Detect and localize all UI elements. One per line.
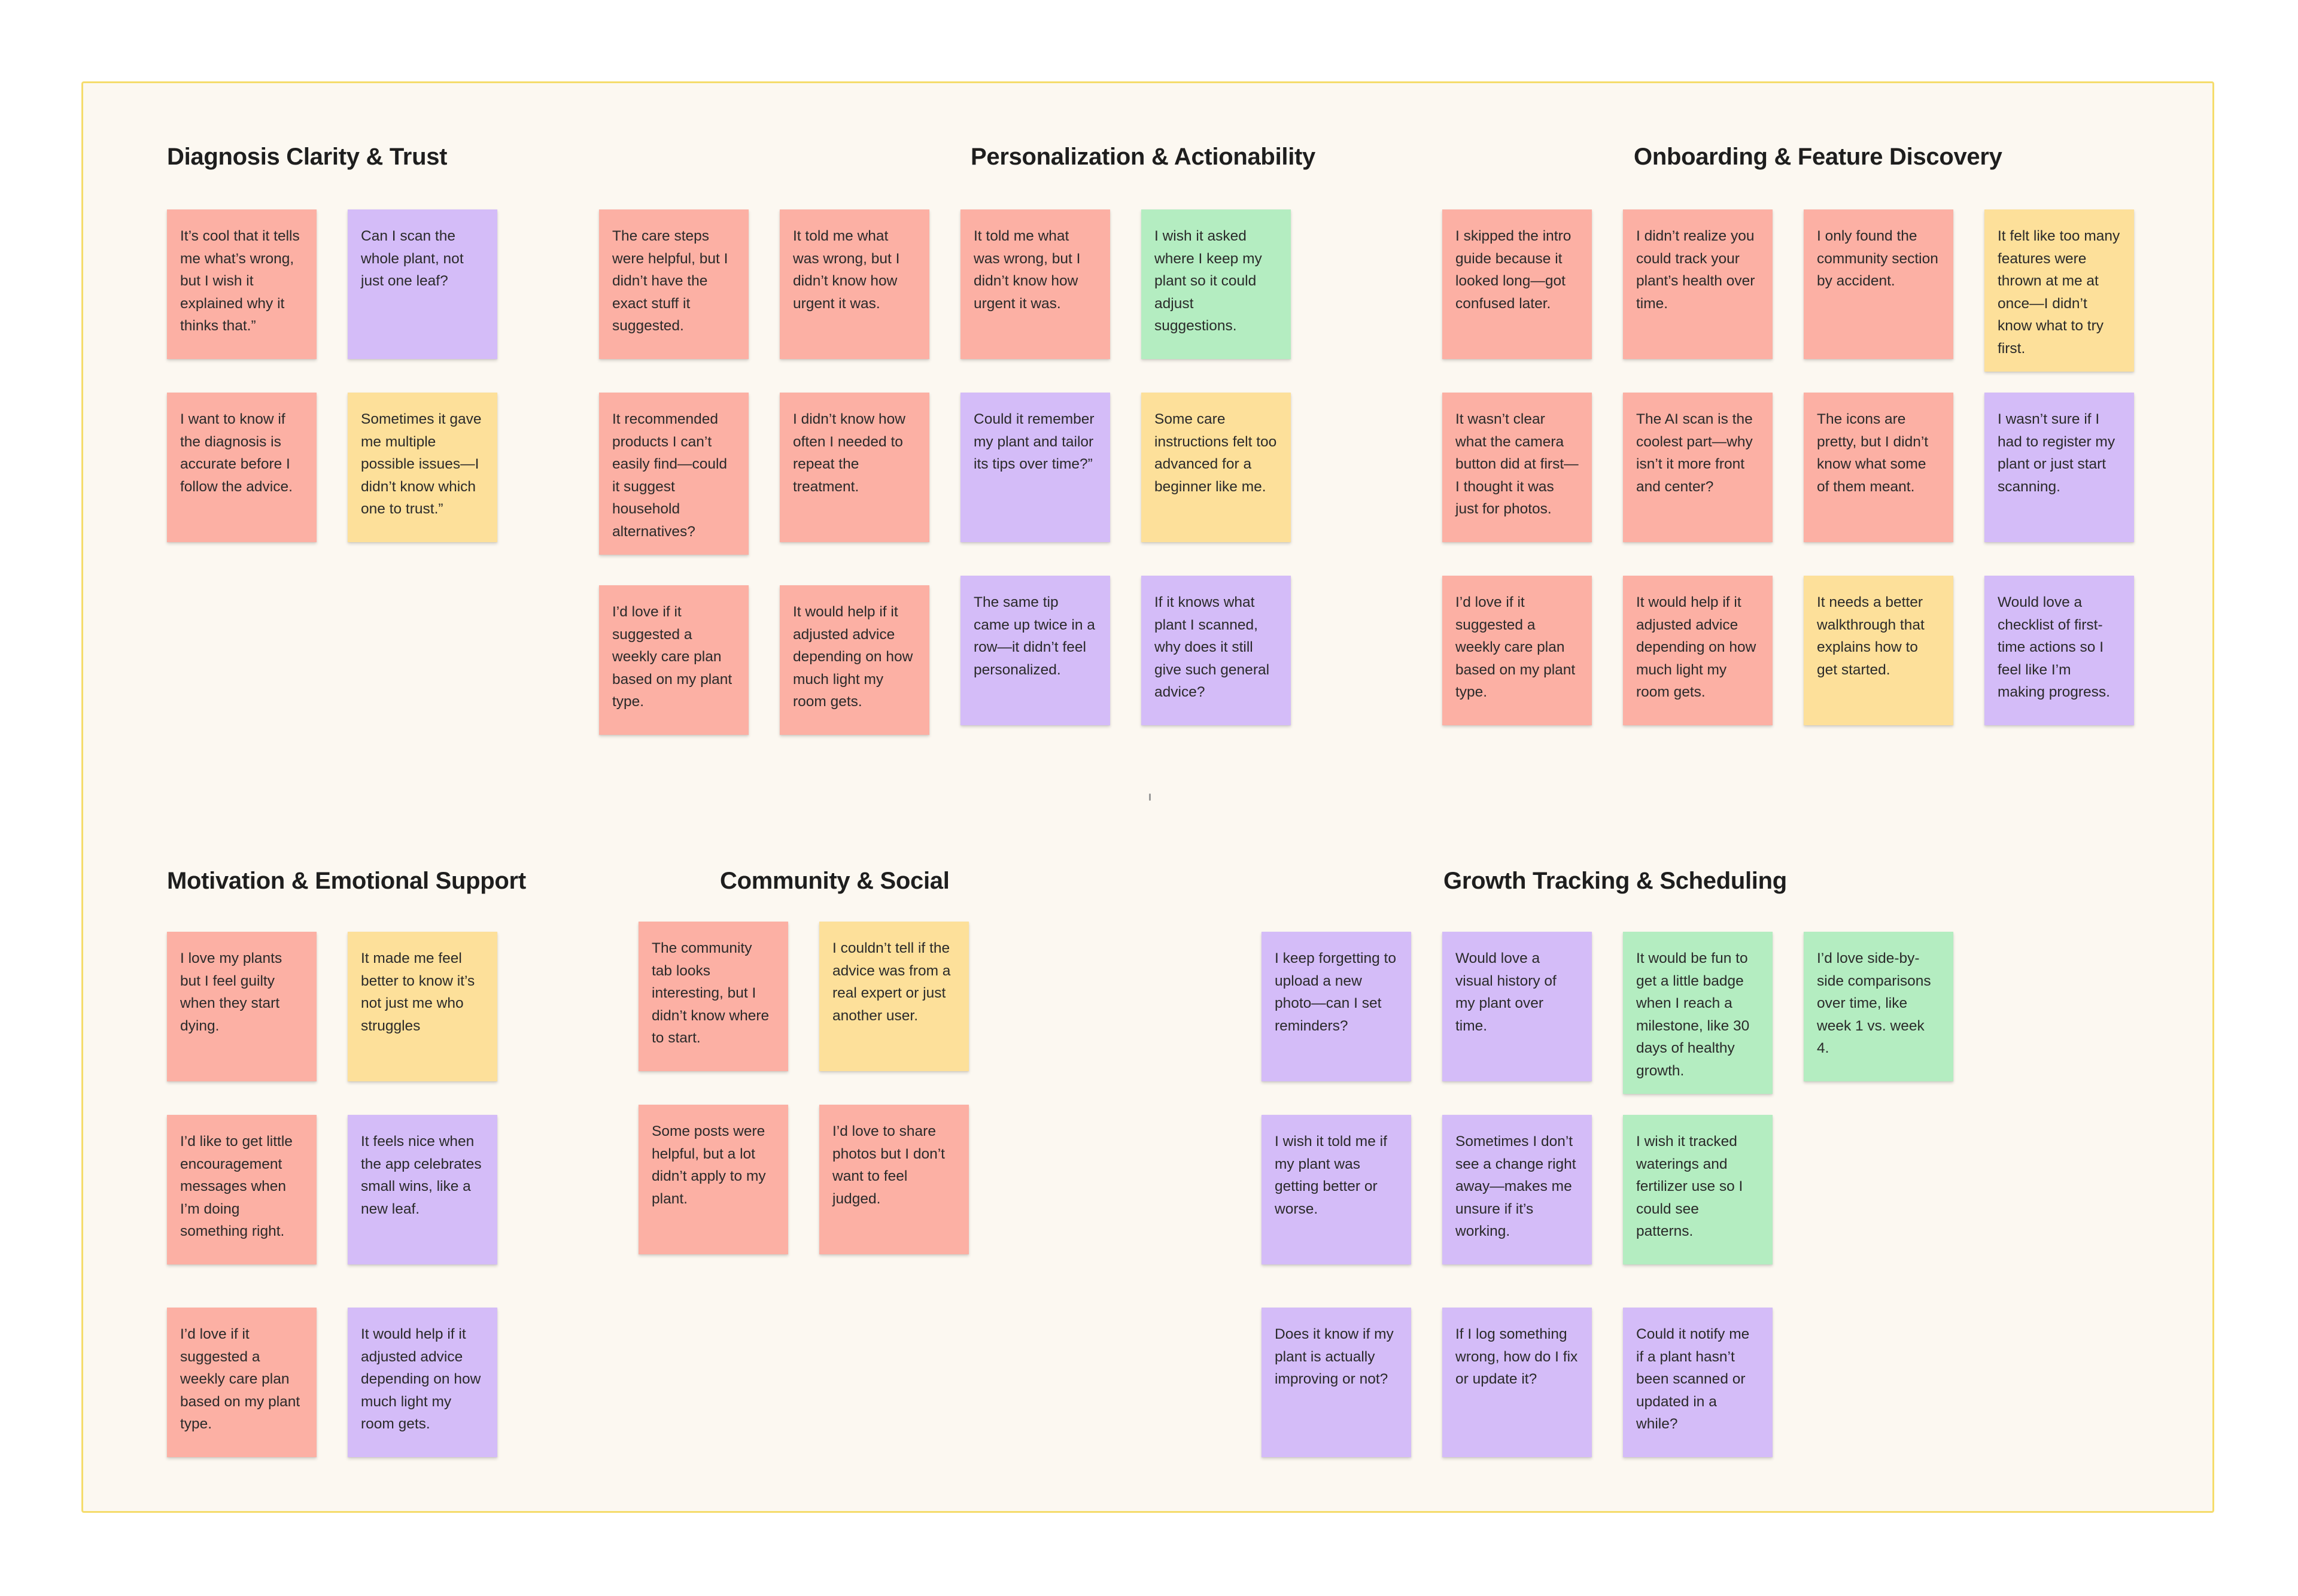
sticky-note[interactable]: The community tab looks interesting, but… [639, 922, 788, 1071]
sticky-note[interactable]: It made me feel better to know it’s not … [348, 932, 497, 1081]
sticky-note[interactable]: I’d like to get little encouragement mes… [167, 1115, 317, 1264]
sticky-note[interactable]: It feels nice when the app celebrates sm… [348, 1115, 497, 1264]
sticky-note[interactable]: It would be fun to get a little badge wh… [1623, 932, 1773, 1094]
sticky-note[interactable]: It would help if it adjusted advice depe… [780, 585, 929, 735]
section-title-personalization: Personalization & Actionability [971, 144, 1315, 170]
sticky-note[interactable]: Some posts were helpful, but a lot didn’… [639, 1105, 788, 1254]
sticky-note[interactable]: Sometimes I don’t see a change right awa… [1442, 1115, 1592, 1264]
sticky-note[interactable]: Can I scan the whole plant, not just one… [348, 209, 497, 359]
section-title-diagnosis: Diagnosis Clarity & Trust [167, 144, 448, 170]
sticky-note[interactable]: Would love a visual history of my plant … [1442, 932, 1592, 1081]
sticky-note[interactable]: Some care instructions felt too advanced… [1141, 393, 1291, 542]
sticky-note[interactable]: I want to know if the diagnosis is accur… [167, 393, 317, 542]
sticky-note[interactable]: I didn’t know how often I needed to repe… [780, 393, 929, 542]
sticky-note[interactable]: It’s cool that it tells me what’s wrong,… [167, 209, 317, 359]
sticky-note[interactable]: I wish it tracked waterings and fertiliz… [1623, 1115, 1773, 1264]
sticky-note[interactable]: I’d love if it suggested a weekly care p… [167, 1308, 317, 1457]
sticky-note[interactable]: It told me what was wrong, but I didn’t … [960, 209, 1110, 359]
sticky-note[interactable]: The care steps were helpful, but I didn’… [599, 209, 749, 359]
sticky-note[interactable]: It recommended products I can’t easily f… [599, 393, 749, 555]
sticky-note[interactable]: Could it notify me if a plant hasn’t bee… [1623, 1308, 1773, 1457]
sticky-note[interactable]: I wasn’t sure if I had to register my pl… [1984, 393, 2134, 542]
sticky-note[interactable]: The same tip came up twice in a row—it d… [960, 576, 1110, 725]
sticky-note[interactable]: The AI scan is the coolest part—why isn’… [1623, 393, 1773, 542]
sticky-note[interactable]: Could it remember my plant and tailor it… [960, 393, 1110, 542]
sticky-note[interactable]: It would help if it adjusted advice depe… [1623, 576, 1773, 725]
sticky-note[interactable]: Sometimes it gave me multiple possible i… [348, 393, 497, 542]
section-title-motivation: Motivation & Emotional Support [167, 868, 526, 894]
sticky-note[interactable]: If it knows what plant I scanned, why do… [1141, 576, 1291, 725]
cursor-mark [1149, 794, 1151, 801]
sticky-note[interactable]: It would help if it adjusted advice depe… [348, 1308, 497, 1457]
sticky-note[interactable]: If I log something wrong, how do I fix o… [1442, 1308, 1592, 1457]
sticky-note[interactable]: I’d love if it suggested a weekly care p… [599, 585, 749, 735]
sticky-note[interactable]: Would love a checklist of first-time act… [1984, 576, 2134, 725]
sticky-note[interactable]: It felt like too many features were thro… [1984, 209, 2134, 372]
sticky-note[interactable]: I skipped the intro guide because it loo… [1442, 209, 1592, 359]
sticky-note[interactable]: It needs a better walkthrough that expla… [1804, 576, 1953, 725]
sticky-note[interactable]: I wish it asked where I keep my plant so… [1141, 209, 1291, 359]
sticky-note[interactable]: Does it know if my plant is actually imp… [1262, 1308, 1411, 1457]
sticky-note[interactable]: The icons are pretty, but I didn’t know … [1804, 393, 1953, 542]
sticky-note[interactable]: I love my plants but I feel guilty when … [167, 932, 317, 1081]
section-title-community: Community & Social [720, 868, 950, 894]
sticky-note[interactable]: It told me what was wrong, but I didn’t … [780, 209, 929, 359]
sticky-note[interactable]: I’d love to share photos but I don’t wan… [819, 1105, 969, 1254]
section-title-growth: Growth Tracking & Scheduling [1443, 868, 1787, 894]
sticky-note[interactable]: I’d love if it suggested a weekly care p… [1442, 576, 1592, 725]
sticky-note[interactable]: It wasn’t clear what the camera button d… [1442, 393, 1592, 542]
sticky-note[interactable]: I couldn’t tell if the advice was from a… [819, 922, 969, 1071]
sticky-note[interactable]: I only found the community section by ac… [1804, 209, 1953, 359]
sticky-note[interactable]: I keep forgetting to upload a new photo—… [1262, 932, 1411, 1081]
sticky-note[interactable]: I didn’t realize you could track your pl… [1623, 209, 1773, 359]
section-title-onboarding: Onboarding & Feature Discovery [1634, 144, 2002, 170]
sticky-note[interactable]: I wish it told me if my plant was gettin… [1262, 1115, 1411, 1264]
sticky-note[interactable]: I’d love side-by-side comparisons over t… [1804, 932, 1953, 1081]
